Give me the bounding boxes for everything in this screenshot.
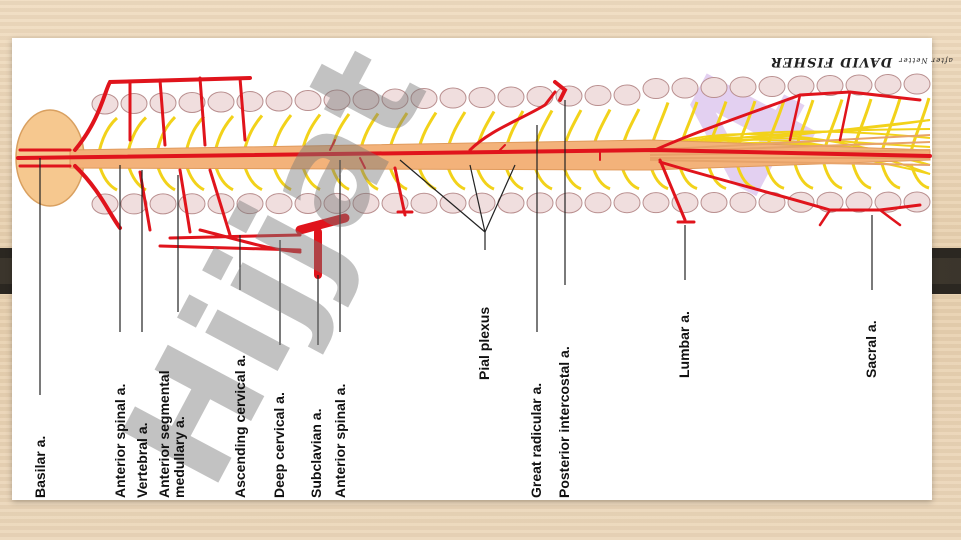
vertebra xyxy=(381,88,409,110)
artist-credit: after NetterDAVID FISHER xyxy=(770,54,953,69)
label-anterior-spinal-2: Anterior spinal a. xyxy=(332,383,348,498)
label-basilar: Basilar a. xyxy=(32,435,48,498)
vertebra xyxy=(178,92,206,114)
nerve-root xyxy=(213,115,235,153)
vertebra xyxy=(526,192,554,214)
label-subclavian: Subclavian a. xyxy=(308,408,324,498)
vertebra xyxy=(613,192,641,214)
label-posterior-intercostal: Posterior intercostal a. xyxy=(556,346,572,498)
vertebra xyxy=(555,192,583,214)
arteries xyxy=(16,76,932,279)
nerve-root xyxy=(184,115,206,153)
nerve-root xyxy=(909,97,931,153)
vertebra xyxy=(642,192,670,214)
vertebra xyxy=(410,192,438,214)
vertebra xyxy=(439,87,467,109)
vertebrae-row-bottom xyxy=(91,191,931,215)
vertebra xyxy=(410,88,438,110)
nerve-root xyxy=(880,163,901,190)
vertebra xyxy=(758,76,786,98)
vertebra xyxy=(294,90,322,112)
vertebra xyxy=(207,91,235,113)
vertebra xyxy=(700,192,728,214)
label-lumbar: Lumbar a. xyxy=(676,311,692,378)
vertebra xyxy=(323,192,351,214)
nerve-root xyxy=(909,163,930,190)
nerve-root xyxy=(851,163,872,190)
vertebra xyxy=(729,191,757,213)
nerve-root xyxy=(822,99,844,153)
vertebra xyxy=(468,192,496,214)
vertebra xyxy=(439,192,467,214)
vertebra xyxy=(236,193,264,215)
vertebra xyxy=(874,74,902,96)
vertebra xyxy=(352,89,380,111)
vertebra xyxy=(468,87,496,109)
leader-lines xyxy=(39,100,873,395)
vertebra xyxy=(845,74,873,96)
vertebra xyxy=(584,85,612,107)
vertebra xyxy=(845,191,873,213)
vertebra xyxy=(497,192,525,214)
nerve-root xyxy=(822,163,843,190)
nerve-root xyxy=(126,116,148,153)
nerve-root xyxy=(764,163,785,190)
vertebra xyxy=(700,77,728,99)
vertebra xyxy=(729,76,757,98)
nerve-root xyxy=(793,163,814,190)
label-vertebral: Vertebral a. xyxy=(134,422,150,499)
label-great-radicular: Great radicular a. xyxy=(528,382,544,498)
vertebra xyxy=(497,86,525,108)
vertebra xyxy=(642,78,670,100)
label-anterior-segmental-line1: Anterior segmental xyxy=(156,370,172,498)
label-ascending-cervical: Ascending cervical a. xyxy=(232,354,248,498)
label-sacral: Sacral a. xyxy=(863,320,879,378)
vertebra xyxy=(294,193,322,215)
vertebra xyxy=(584,192,612,214)
vertebra xyxy=(265,90,293,112)
vertebra xyxy=(526,86,554,108)
nerve-root xyxy=(97,116,119,153)
vertebra xyxy=(613,84,641,106)
label-pial-plexus: Pial plexus xyxy=(476,306,492,380)
vertebra xyxy=(352,192,380,214)
vertebrae-row-top xyxy=(91,73,931,115)
vertebra xyxy=(265,193,293,215)
vertebra xyxy=(149,193,177,215)
label-deep-cervical: Deep cervical a. xyxy=(271,392,287,498)
nerve-root xyxy=(155,115,177,153)
vertebra xyxy=(323,89,351,111)
label-anterior-spinal-1: Anterior spinal a. xyxy=(112,383,128,498)
vertebra xyxy=(120,93,148,115)
vertebra xyxy=(671,77,699,99)
vertebra xyxy=(903,73,931,95)
label-anterior-segmental-line2: medullary a. xyxy=(171,416,187,498)
vertebra xyxy=(903,191,931,213)
vertebra xyxy=(816,75,844,97)
